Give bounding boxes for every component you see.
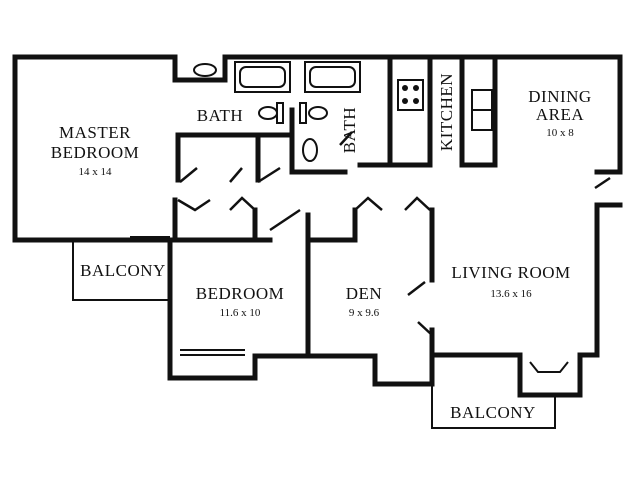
living-room-label: LIVING ROOM	[451, 263, 570, 282]
sink-icon	[302, 138, 318, 162]
balcony-left-label: BALCONY	[80, 261, 166, 280]
bedroom-size: 11.6 x 10	[220, 307, 261, 319]
living-room-size: 13.6 x 16	[490, 288, 532, 300]
toilet-icon	[308, 106, 328, 120]
stove-icon	[397, 79, 424, 111]
master-bedroom-size: 14 x 14	[79, 166, 113, 178]
dining-area-label: DINING	[528, 87, 591, 106]
toilet-icon	[258, 106, 278, 120]
den-size: 9 x 9.6	[349, 307, 380, 319]
room-labels: MASTER BEDROOM 14 x 14 BATH BATH KITCHEN…	[51, 73, 591, 422]
dining-area-size: 10 x 8	[546, 127, 574, 139]
bedroom-label: BEDROOM	[196, 284, 285, 303]
den-label: DEN	[346, 284, 382, 303]
bath-second-label: BATH	[340, 107, 359, 153]
dining-area-label-2: AREA	[536, 105, 585, 124]
balcony-bottom-label: BALCONY	[450, 403, 536, 422]
bath-main-label: BATH	[197, 106, 243, 125]
balcony-outlines	[72, 242, 583, 429]
interior-walls	[127, 54, 498, 381]
master-bedroom-label-2: BEDROOM	[51, 143, 140, 162]
doors	[130, 131, 611, 356]
kitchen-label: KITCHEN	[437, 73, 456, 151]
sink-icon	[193, 63, 217, 77]
master-bedroom-label: MASTER	[59, 123, 131, 142]
kitchen-fixtures	[397, 79, 493, 131]
bath-fixtures	[193, 61, 361, 162]
